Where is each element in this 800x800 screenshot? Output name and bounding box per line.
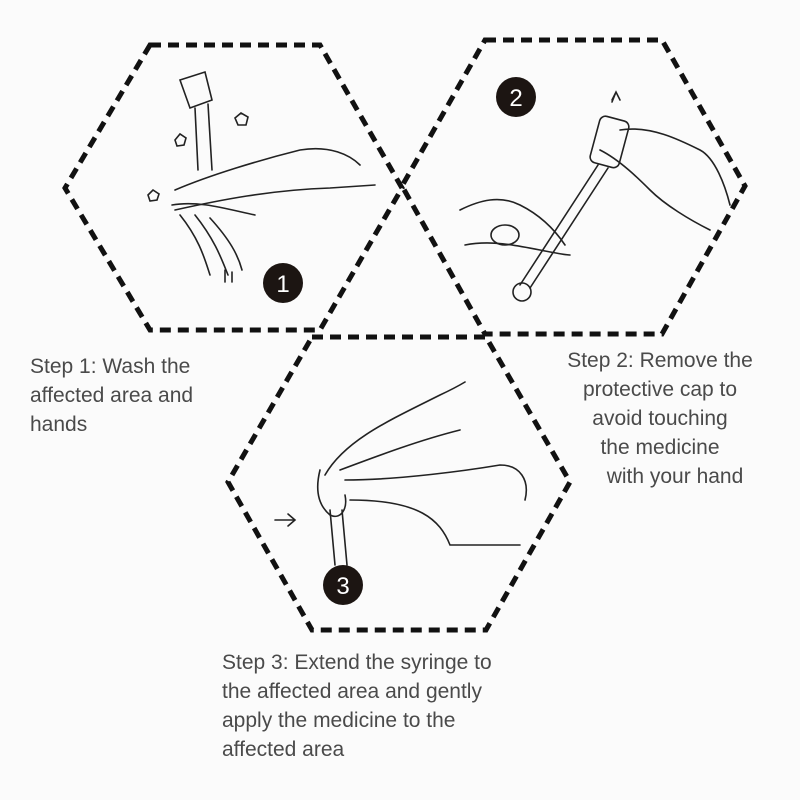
step-2-badge: 2	[496, 77, 536, 117]
caption-line: hands	[30, 413, 88, 436]
washing-hands-illustration	[147, 70, 376, 283]
caption-line: Step 1: Wash the	[30, 355, 191, 378]
hexagon-step-3	[225, 334, 573, 633]
step-3-badge: 3	[323, 565, 363, 605]
caption-line: affected area and	[30, 384, 194, 407]
step-1-caption: Step 1: Wash the affected area and hands	[30, 352, 193, 439]
caption-line: Step 3: Extend the syringe to	[222, 651, 492, 674]
apply-medicine-illustration	[274, 381, 527, 566]
hexagon-step-2	[399, 37, 748, 337]
caption-line: apply the medicine to the	[222, 709, 456, 732]
hexagon-step-1	[62, 42, 405, 333]
caption-line: avoid touching	[592, 407, 728, 430]
step-2-caption: Step 2: Remove the protective cap to avo…	[540, 346, 780, 491]
remove-cap-illustration	[459, 90, 731, 302]
caption-line: the affected area and gently	[222, 680, 482, 703]
step-badges: 1 2 3	[263, 77, 536, 605]
step-1-number: 1	[276, 271, 289, 298]
step-1-badge: 1	[263, 263, 303, 303]
step-3-caption: Step 3: Extend the syringe to the affect…	[222, 648, 492, 764]
caption-line: protective cap to	[582, 378, 738, 401]
caption-line: affected area	[222, 738, 345, 761]
caption-line: Step 2: Remove the	[567, 349, 753, 372]
caption-line: with your hand	[606, 465, 744, 488]
step-3-number: 3	[336, 573, 349, 600]
caption-line: the medicine	[600, 436, 720, 459]
step-2-number: 2	[509, 85, 522, 112]
